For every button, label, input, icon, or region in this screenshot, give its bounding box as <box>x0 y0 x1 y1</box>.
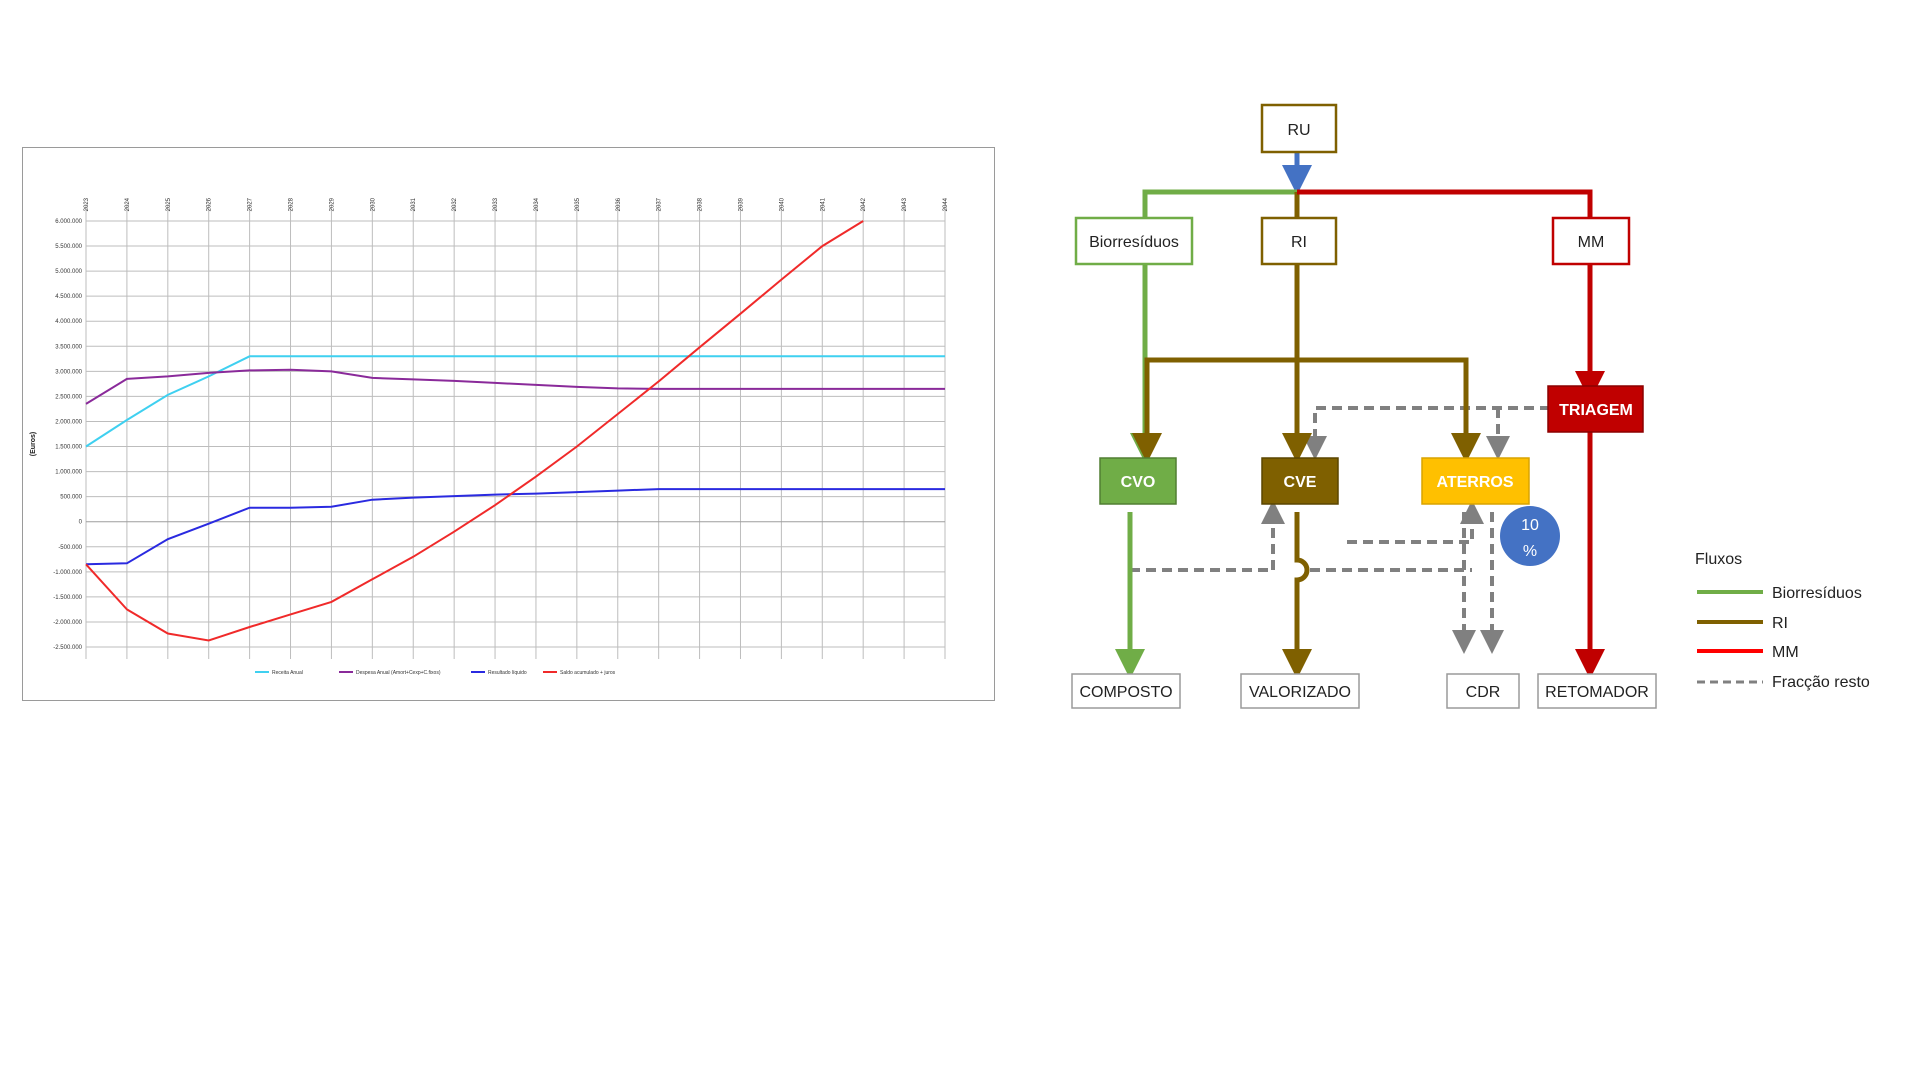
x-tick-label: 2029 <box>329 197 335 211</box>
node-biorresiduos-label: Biorresíduos <box>1089 234 1179 251</box>
x-tick-label: 2031 <box>411 197 417 211</box>
diagram-legend: Fluxos Biorresíduos RI MM Fracção resto <box>1695 551 1870 691</box>
x-tick-label: 2030 <box>370 197 376 211</box>
x-tick-label: 2041 <box>820 197 826 211</box>
node-triagem-label: TRIAGEM <box>1559 402 1633 419</box>
x-axis-ticks: 2023 2024 2025 2026 2027 2028 2029 2030 2031 2032… <box>84 197 949 211</box>
y-tick-label: 1.500.000 <box>55 445 82 451</box>
residual-flows <box>1130 406 1550 654</box>
x-tick-label: 2043 <box>902 197 908 211</box>
mm-flow <box>1297 189 1605 679</box>
node-triagem: TRIAGEM <box>1547 385 1644 433</box>
node-aterros-label: ATERROS <box>1436 474 1513 491</box>
series-line-3 <box>85 220 864 642</box>
y-axis-label: (Euros) <box>30 432 37 457</box>
node-cve: CVE <box>1261 457 1339 505</box>
node-valorizado: VALORIZADO <box>1240 673 1360 709</box>
legend-label: Resultado líquido <box>488 670 527 676</box>
y-tick-label: 6.000.000 <box>55 219 82 225</box>
x-tick-label: 2042 <box>861 197 867 211</box>
node-ru-label: RU <box>1287 122 1310 139</box>
legend-label-biorresiduos: Biorresíduos <box>1772 585 1862 602</box>
node-cvo: CVO <box>1099 457 1177 505</box>
x-tick-label: 2023 <box>84 197 90 211</box>
x-tick-label: 2025 <box>166 197 172 211</box>
legend-label-mm: MM <box>1772 644 1799 661</box>
y-tick-label: 500.000 <box>60 495 82 501</box>
x-tick-label: 2044 <box>943 197 949 211</box>
legend-label-fraccao-resto: Fracção resto <box>1772 674 1870 691</box>
x-tick-label: 2036 <box>616 197 622 211</box>
x-tick-label: 2040 <box>779 197 785 211</box>
node-valorizado-label: VALORIZADO <box>1249 684 1351 701</box>
series-line-2 <box>85 488 945 566</box>
node-biorresiduos: Biorresíduos <box>1074 216 1194 266</box>
node-composto: COMPOSTO <box>1071 673 1181 709</box>
x-tick-label: 2037 <box>657 197 663 211</box>
chart-panel: 2023 2024 2025 2026 2027 2028 2029 2030 2031 2032… <box>22 147 995 701</box>
node-cdr: CDR <box>1446 673 1520 709</box>
x-tick-label: 2032 <box>452 197 458 211</box>
y-tick-label: 3.500.000 <box>55 344 82 350</box>
y-tick-label: -500.000 <box>58 545 82 551</box>
node-composto-label: COMPOSTO <box>1079 684 1172 701</box>
x-tick-label: 2038 <box>698 197 704 211</box>
x-tick-label: 2039 <box>738 197 744 211</box>
y-tick-label: 5.000.000 <box>55 269 82 275</box>
y-tick-label: -1.000.000 <box>53 570 82 576</box>
node-cdr-label: CDR <box>1466 684 1501 701</box>
line-chart: 2023 2024 2025 2026 2027 2028 2029 2030 2031 2032… <box>30 197 949 676</box>
chart-legend: Receita Anual Despesa Anual (Amort+Cexp+C… <box>255 670 616 676</box>
flow-cve-up-to-aterros <box>1347 500 1484 544</box>
node-ri: RI <box>1260 216 1338 266</box>
percent-badge-value: 10 <box>1521 517 1539 534</box>
ri-flow <box>1132 192 1481 679</box>
y-tick-label: -2.000.000 <box>53 620 82 626</box>
legend-label: Saldo acumulado + juros <box>560 670 616 676</box>
y-tick-label: 0 <box>79 520 83 526</box>
flow-triagem-to-cve <box>1303 406 1550 460</box>
node-retomador-label: RETOMADOR <box>1545 684 1649 701</box>
series-line-0 <box>85 355 945 448</box>
legend-label: Receita Anual <box>272 670 303 676</box>
y-tick-label: 2.000.000 <box>55 419 82 425</box>
y-tick-label: 2.500.000 <box>55 394 82 400</box>
node-ru: RU <box>1260 103 1338 154</box>
x-tick-label: 2035 <box>575 197 581 211</box>
grid <box>85 204 946 659</box>
percent-badge-unit: % <box>1523 543 1537 560</box>
node-cvo-label: CVO <box>1121 474 1156 491</box>
y-tick-label: 1.000.000 <box>55 470 82 476</box>
node-retomador: RETOMADOR <box>1537 673 1657 709</box>
x-tick-label: 2027 <box>248 197 254 211</box>
x-tick-label: 2024 <box>125 197 131 211</box>
y-tick-label: 3.000.000 <box>55 369 82 375</box>
node-mm-label: MM <box>1578 234 1605 251</box>
legend-label: Despesa Anual (Amort+Cexp+C.fixos) <box>356 670 441 676</box>
node-cve-label: CVE <box>1284 474 1317 491</box>
series <box>85 220 945 642</box>
y-axis-ticks: 6.000.000 5.500.000 5.000.000 4.500.000 4.00… <box>53 219 82 651</box>
y-tick-label: -1.500.000 <box>53 595 82 601</box>
series-line-1 <box>85 368 945 405</box>
y-tick-label: 5.500.000 <box>55 244 82 250</box>
y-tick-label: 4.500.000 <box>55 294 82 300</box>
x-tick-label: 2026 <box>207 197 213 211</box>
node-ri-label: RI <box>1291 234 1307 251</box>
x-tick-label: 2028 <box>289 197 295 211</box>
y-tick-label: -2.500.000 <box>53 645 82 651</box>
x-tick-label: 2034 <box>534 197 540 211</box>
node-aterros: ATERROS <box>1421 457 1530 505</box>
legend-label-ri: RI <box>1772 615 1788 632</box>
legend-title: Fluxos <box>1695 551 1742 568</box>
x-tick-label: 2033 <box>493 197 499 211</box>
flow-diagram: RU Biorresíduos RI MM TRIAGEM CVO CVE AT… <box>1071 103 1870 709</box>
node-mm: MM <box>1551 216 1631 266</box>
percent-badge: 10 % <box>1500 506 1560 566</box>
y-tick-label: 4.000.000 <box>55 319 82 325</box>
